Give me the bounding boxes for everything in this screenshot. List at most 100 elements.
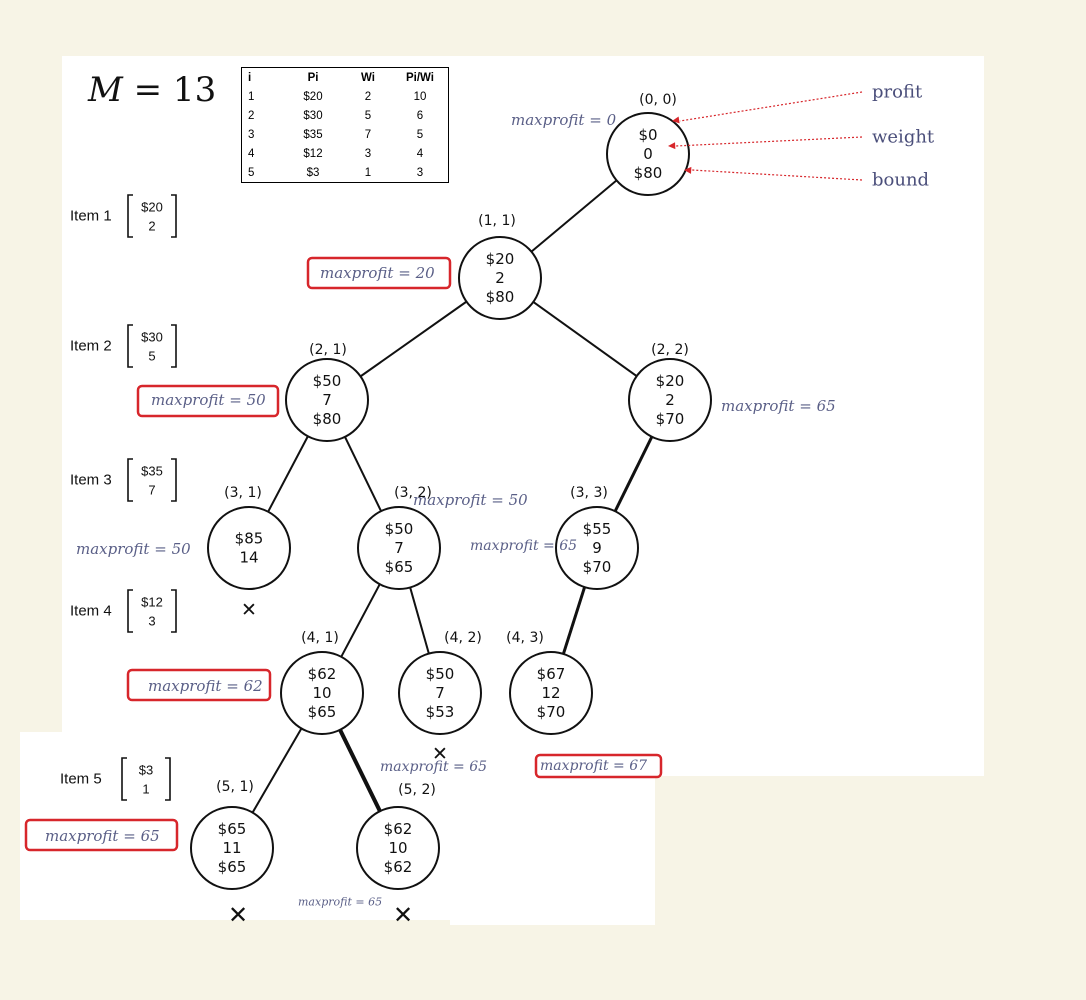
node-label: (4, 2) [444,630,482,646]
node-profit: $67 [537,665,566,683]
node-label: (3, 1) [224,485,262,501]
pruned-mark: ✕ [432,743,448,765]
table-cell: 1 [248,90,255,103]
tree-edge [338,728,382,813]
node-profit: $0 [638,126,657,144]
bracket-left [127,194,133,238]
tree-edge [340,583,381,658]
node-bound: $80 [486,288,515,306]
arrowhead-icon [684,166,692,174]
maxprofit-highlight-box [126,668,272,702]
node-bound: $70 [656,410,685,428]
table-cell: $3 [306,166,320,179]
table-cell: $12 [303,147,323,160]
tree-edge [561,586,587,655]
item-weight: 7 [148,483,155,498]
table-cell: 7 [364,128,372,141]
table-cell: 3 [416,166,424,179]
arrowhead-icon [668,142,676,150]
item-label: Item 2 [70,338,112,355]
node-weight: 0 [643,145,653,163]
node-profit: $20 [656,372,685,390]
item-weight: 3 [148,614,155,629]
table-cell: 3 [364,147,372,160]
bracket-left [127,589,133,633]
capacity-title: M = 13 [88,70,217,110]
item-weight: 1 [142,782,149,797]
node-bound: $70 [583,558,612,576]
pruned-mark: ✕ [228,901,248,929]
maxprofit-highlight-box [534,753,663,779]
tree-node [628,358,712,442]
table-cell: 5 [364,109,372,122]
maxprofit-annotation: maxprofit = 65 [721,397,836,415]
tree-edge [267,435,309,513]
node-bound: $65 [385,558,414,576]
table-header: Pi [307,71,319,84]
tree-edge [532,301,638,377]
table-header-row: i Pi Wi Pi/Wi [242,68,449,88]
item-profit: $12 [141,595,163,610]
maxprofit-annotation: maxprofit = 20 [320,264,435,282]
maxprofit-annotation: maxprofit = 50 [76,540,191,558]
node-bound: $53 [426,703,455,721]
node-label: (1, 1) [478,213,516,229]
node-label: (4, 1) [301,630,339,646]
tree-edge [409,587,430,654]
tree-edge [251,727,303,814]
node-weight: 7 [322,391,332,409]
bracket-right [165,757,171,801]
table-cell: $35 [303,128,323,141]
bracket-left [127,324,133,368]
node-weight: 10 [312,684,331,702]
node-label: (4, 3) [506,630,544,646]
node-weight: 7 [435,684,445,702]
node-profit: $55 [583,520,612,538]
node-profit: $62 [384,820,413,838]
tree-node [280,651,364,735]
tree-node [606,112,690,196]
node-label: (5, 1) [216,779,254,795]
table-row: 5 $3 1 3 [242,163,449,183]
items-table: i Pi Wi Pi/Wi 1 $20 2 10 2 $30 5 6 3 $35… [241,67,449,183]
node-label: (2, 2) [651,342,689,358]
node-profit: $20 [486,250,515,268]
table-cell: 5 [416,128,424,141]
tree-node [357,506,441,590]
item-label: Item 3 [70,472,112,489]
tree-edge [530,179,618,253]
maxprofit-annotation: maxprofit = 50 [151,391,266,409]
table-cell: 5 [248,166,255,179]
tree-node [555,506,639,590]
bracket-right [171,589,177,633]
bracket-left [127,458,133,502]
node-label: (5, 2) [398,782,436,798]
maxprofit-annotation: maxprofit = 0 [511,111,617,129]
node-weight: 12 [541,684,560,702]
node-weight: 14 [239,549,258,567]
legend-profit: profit [872,82,923,103]
table-cell: 3 [248,128,255,141]
node-label: (2, 1) [309,342,347,358]
table-header: Pi/Wi [405,71,434,84]
node-label: (3, 3) [570,485,608,501]
node-weight: 2 [495,269,505,287]
node-profit: $50 [385,520,414,538]
item-weight: 2 [148,219,155,234]
node-weight: 11 [222,839,241,857]
node-label: (0, 0) [639,92,677,108]
bracket-right [171,324,177,368]
table-row: 1 $20 2 10 [242,87,449,106]
tree-node [458,236,542,320]
item-label: Item 1 [70,208,112,225]
legend-weight: weight [872,127,935,148]
table-cell: 4 [416,147,424,160]
node-bound: $80 [313,410,342,428]
table-cell: 1 [364,166,372,179]
table-cell: 2 [364,90,372,103]
table-cell: 6 [416,109,424,122]
bracket-left [121,757,127,801]
node-profit: $85 [235,530,264,548]
node-label: (3, 2) [394,485,432,501]
arrowhead-icon [672,116,680,124]
